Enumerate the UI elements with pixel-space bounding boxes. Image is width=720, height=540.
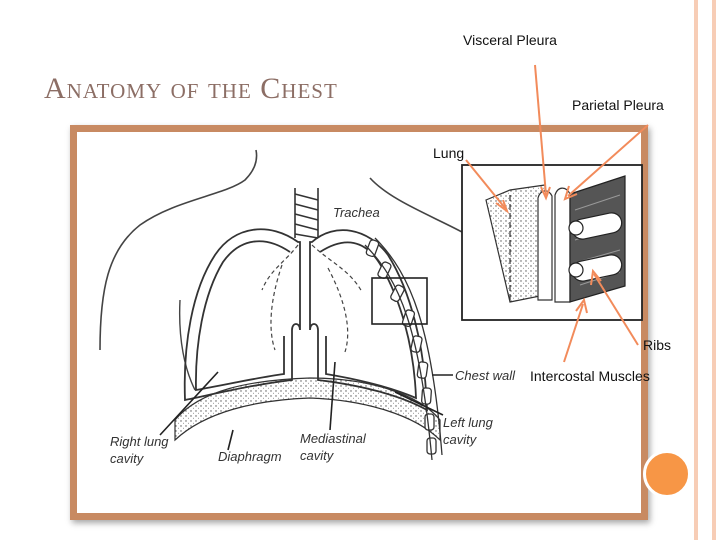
label-intercostal-muscles: Intercostal Muscles bbox=[530, 368, 650, 384]
label-right-lung-cavity-1: Right lung bbox=[110, 434, 169, 449]
shoulder-right bbox=[178, 299, 196, 391]
body-outline bbox=[99, 149, 258, 351]
decor-stripe-right bbox=[712, 0, 716, 540]
body-outline-right bbox=[369, 177, 463, 233]
chest-wall bbox=[365, 239, 437, 455]
label-mediastinal-cavity-1: Mediastinal bbox=[300, 431, 367, 446]
label-trachea: Trachea bbox=[333, 205, 380, 220]
label-left-lung-cavity-2: cavity bbox=[443, 432, 478, 447]
magnify-box bbox=[371, 277, 428, 325]
label-chest-wall: Chest wall bbox=[455, 368, 516, 383]
label-left-lung-cavity-1: Left lung bbox=[443, 415, 494, 430]
callout-arrows bbox=[465, 64, 649, 363]
label-parietal-pleura: Parietal Pleura bbox=[572, 97, 664, 113]
decor-stripe-left bbox=[694, 0, 698, 540]
label-ribs: Ribs bbox=[643, 337, 671, 353]
label-diaphragm: Diaphragm bbox=[218, 449, 282, 464]
label-mediastinal-cavity-2: cavity bbox=[300, 448, 335, 463]
slide-title: Anatomy of the Chest bbox=[44, 72, 338, 105]
label-lung: Lung bbox=[433, 145, 464, 161]
right-lung bbox=[183, 228, 301, 402]
label-right-lung-cavity-2: cavity bbox=[110, 451, 145, 466]
bronchi bbox=[261, 244, 363, 353]
accent-circle bbox=[643, 450, 691, 498]
trachea bbox=[294, 188, 319, 239]
inset-layers bbox=[485, 175, 626, 303]
diagram-pointers bbox=[159, 361, 453, 451]
label-visceral-pleura: Visceral Pleura bbox=[463, 32, 557, 48]
